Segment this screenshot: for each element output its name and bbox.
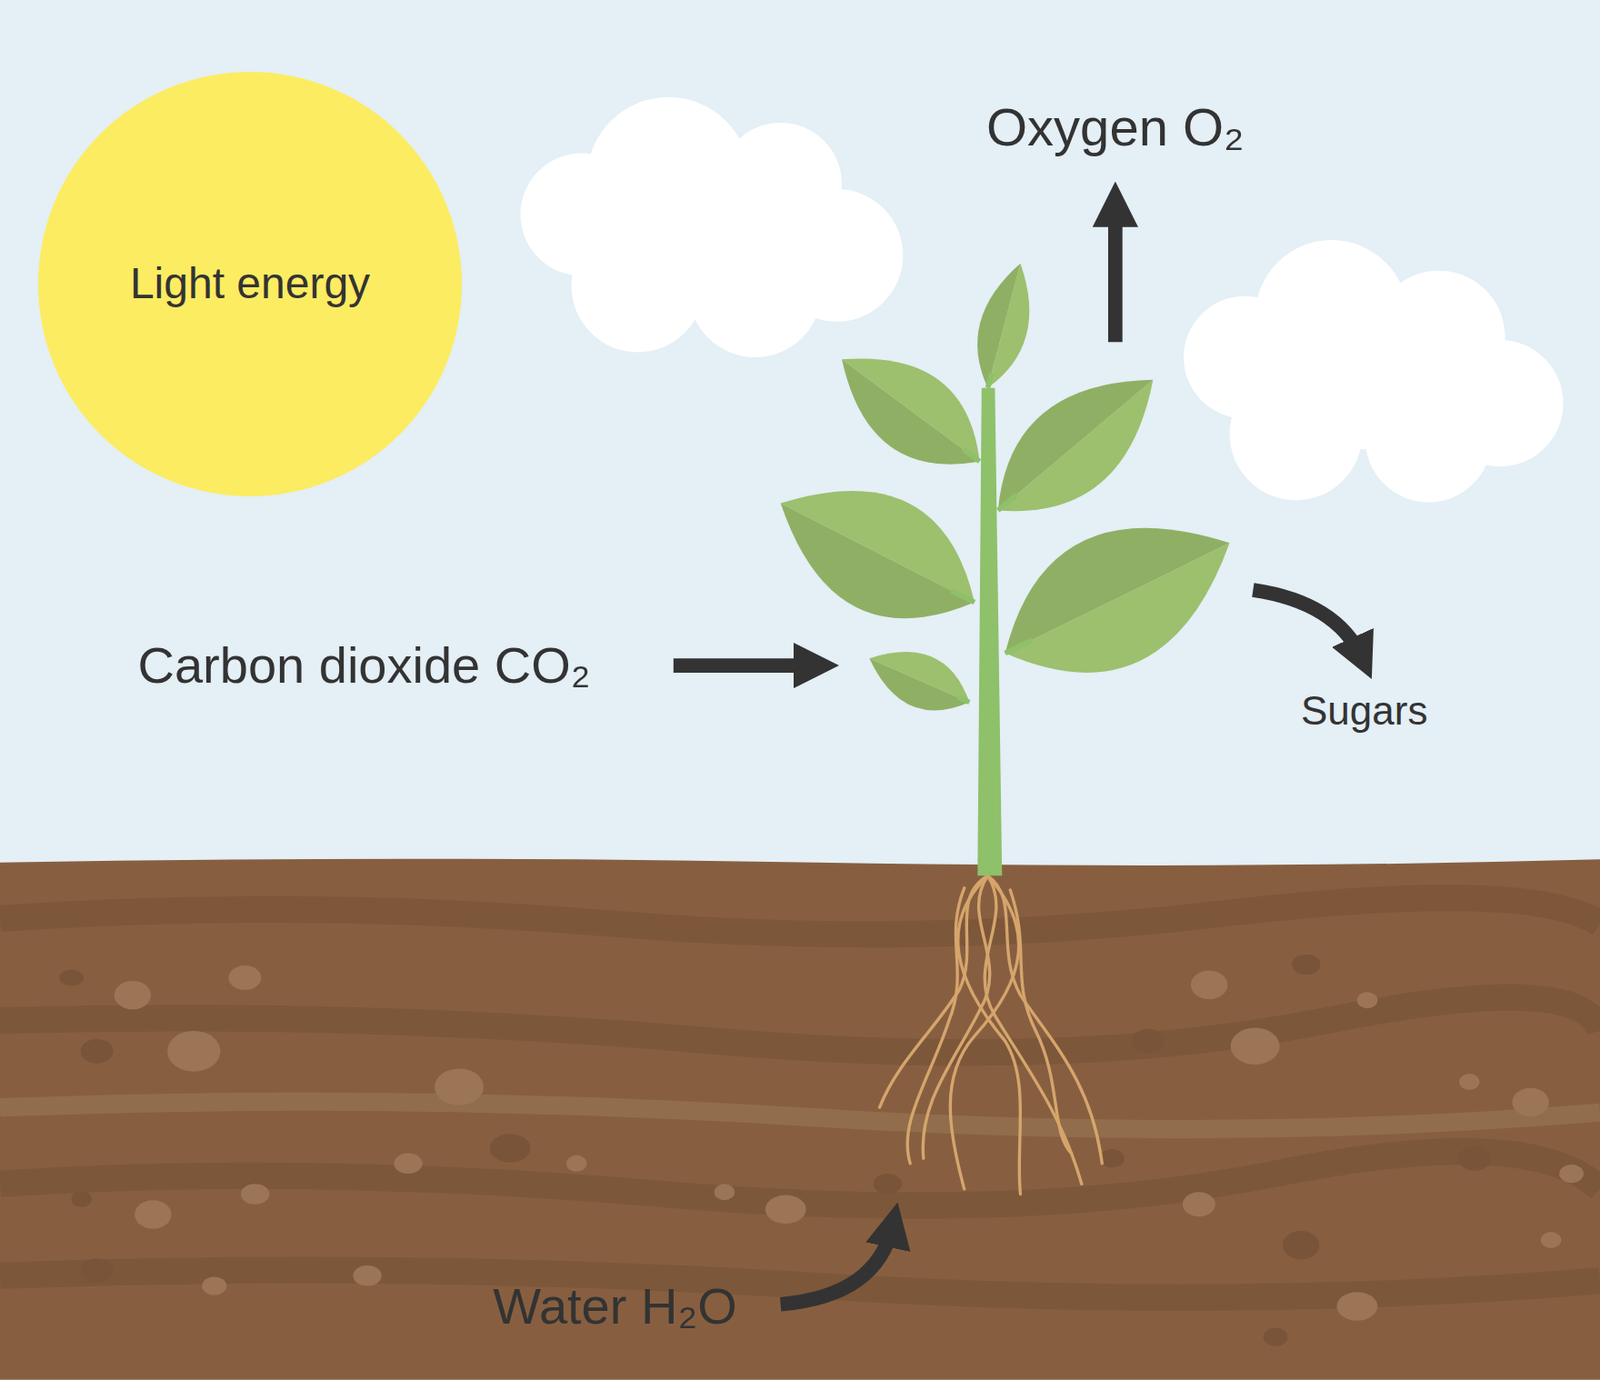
product-label: Oxygen O₂ bbox=[986, 98, 1245, 157]
stone bbox=[714, 1183, 735, 1200]
leaf-stalk bbox=[957, 697, 970, 703]
stone bbox=[490, 1133, 531, 1162]
stone bbox=[566, 1155, 587, 1172]
stone bbox=[765, 1195, 807, 1224]
stone bbox=[114, 980, 151, 1010]
stone bbox=[1182, 1191, 1216, 1217]
stone bbox=[134, 1200, 171, 1229]
stone bbox=[1282, 1230, 1320, 1260]
stone bbox=[1336, 1291, 1378, 1320]
stone bbox=[1230, 1028, 1280, 1065]
plant-roots bbox=[880, 875, 1103, 1194]
product-label: Sugars bbox=[1300, 689, 1428, 733]
leaf-stalk bbox=[1005, 640, 1033, 654]
cloud bbox=[1183, 240, 1564, 502]
stone bbox=[1458, 1146, 1491, 1171]
leaf-half bbox=[780, 503, 975, 620]
stone bbox=[167, 1030, 220, 1072]
stone bbox=[1511, 1088, 1549, 1117]
plant-leaves bbox=[780, 263, 1230, 711]
leaf-stalk bbox=[998, 494, 1017, 510]
stone bbox=[1357, 991, 1378, 1009]
soil-band bbox=[0, 898, 1600, 1299]
stone bbox=[1291, 954, 1320, 975]
input-label: Water H₂O bbox=[492, 1278, 738, 1335]
input-label: Carbon dioxide CO₂ bbox=[138, 637, 591, 694]
leaf-stalk bbox=[962, 449, 980, 461]
leaf-stalk bbox=[950, 590, 975, 602]
leaf-half bbox=[977, 263, 1020, 389]
soil bbox=[0, 859, 1600, 1380]
leaf-half bbox=[869, 658, 970, 710]
stone bbox=[1459, 1073, 1480, 1090]
stone bbox=[1190, 970, 1228, 1000]
leaf-half bbox=[1005, 528, 1230, 654]
stone bbox=[873, 1173, 902, 1194]
stone bbox=[80, 1258, 114, 1283]
stone bbox=[228, 965, 261, 990]
arrow bbox=[673, 204, 1363, 1305]
stone bbox=[434, 1068, 484, 1105]
stone bbox=[240, 1183, 270, 1204]
stone bbox=[1559, 1164, 1584, 1183]
leaf-half bbox=[998, 380, 1154, 511]
sun-label: Light energy bbox=[130, 260, 370, 309]
stone bbox=[1263, 1328, 1289, 1347]
stone bbox=[393, 1153, 422, 1174]
stone bbox=[59, 970, 84, 987]
soil-band bbox=[0, 1101, 1600, 1130]
stone bbox=[1540, 1231, 1561, 1249]
leaf-stalk bbox=[988, 372, 992, 388]
soil-stones bbox=[59, 954, 1584, 1347]
cloud bbox=[520, 97, 903, 358]
plant-stem bbox=[977, 388, 1002, 877]
stone bbox=[71, 1190, 92, 1208]
sun-circle: Light energy bbox=[38, 71, 463, 497]
stone bbox=[201, 1276, 227, 1295]
stone bbox=[1131, 1029, 1165, 1054]
stone bbox=[80, 1039, 114, 1064]
leaf-half bbox=[998, 380, 1154, 511]
leaf-half bbox=[841, 359, 980, 464]
stone bbox=[352, 1265, 381, 1286]
stone bbox=[1100, 1149, 1125, 1168]
